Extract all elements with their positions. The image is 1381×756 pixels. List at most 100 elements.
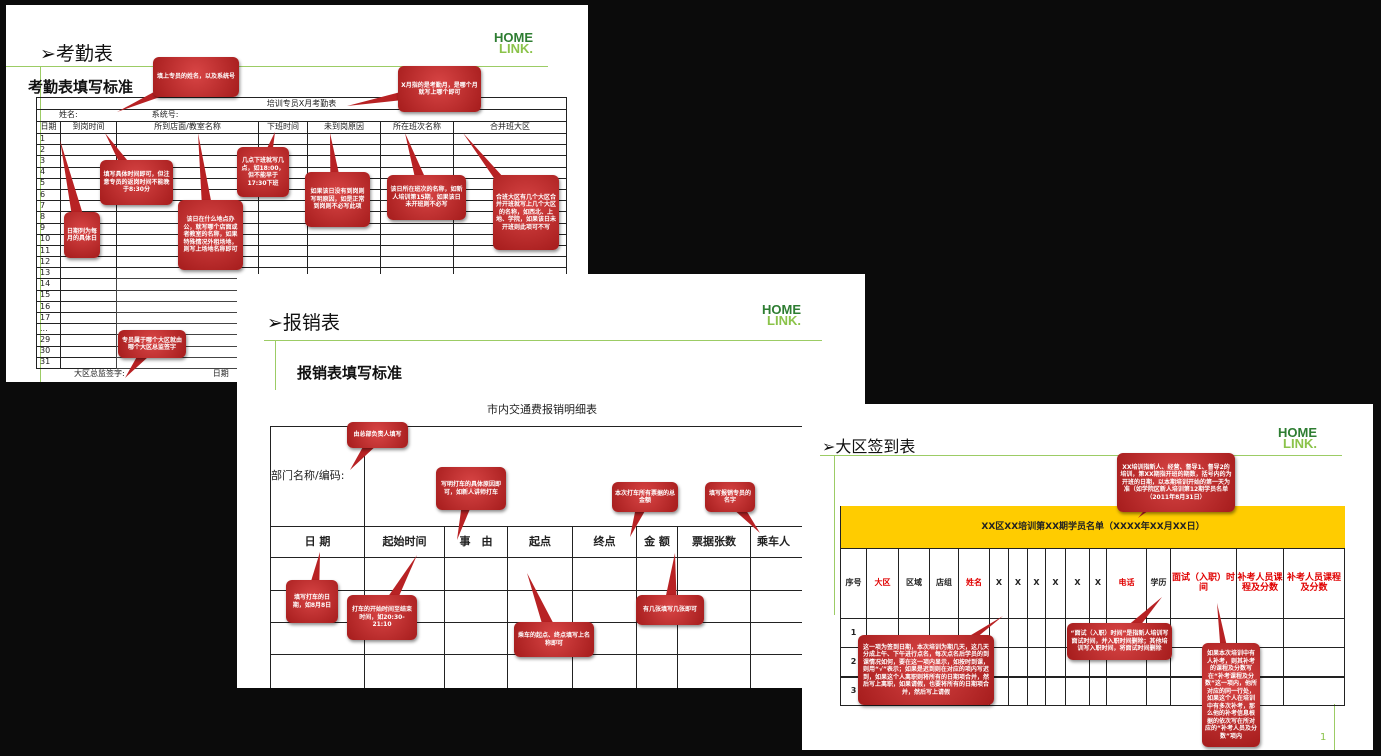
column-header: 金 额 bbox=[636, 526, 678, 558]
divider bbox=[834, 455, 835, 615]
table-cell bbox=[1065, 677, 1090, 706]
column-header: 票据张数 bbox=[677, 526, 751, 558]
table-cell bbox=[636, 654, 678, 688]
title-banner: XX区XX培训第XX期学员名单（XXXX年XX月XX日） bbox=[840, 506, 1345, 549]
slide-title: ➢大区签到表 bbox=[822, 437, 916, 456]
table-cell bbox=[1045, 677, 1066, 706]
table-cell bbox=[1283, 647, 1345, 677]
divider bbox=[6, 66, 548, 67]
column-header: 面试（入职）时间 bbox=[1170, 548, 1237, 619]
dept-value-cell bbox=[364, 426, 835, 527]
table-cell bbox=[677, 557, 751, 591]
table-cell bbox=[1045, 647, 1066, 677]
annotation-callout: 有几张填写几张即可 bbox=[636, 595, 704, 625]
table-cell bbox=[1008, 677, 1028, 706]
column-header: 学历 bbox=[1146, 548, 1171, 619]
table-cell bbox=[444, 654, 508, 688]
table-cell bbox=[364, 557, 445, 591]
divider bbox=[1334, 704, 1335, 750]
table-cell bbox=[507, 557, 573, 591]
column-header: X bbox=[1027, 548, 1046, 619]
table-cell bbox=[572, 557, 637, 591]
column-header: 日 期 bbox=[270, 526, 365, 558]
table-cell bbox=[507, 654, 573, 688]
annotation-callout: 该日所在班次的名称，如新人培训第15期，如果该日未开班则不必写 bbox=[387, 175, 466, 220]
table-title: 培训专员X月考勤表 bbox=[36, 97, 567, 110]
column-header: 姓名 bbox=[958, 548, 990, 619]
table-cell bbox=[572, 590, 637, 623]
column-header: 序号 bbox=[840, 548, 867, 619]
column-header: 补考人员课程及分数 bbox=[1236, 548, 1284, 619]
slide-subtitle: 考勤表填写标准 bbox=[28, 78, 134, 96]
annotation-callout: 打车的开始时间至结束时间，如20:30-21:10 bbox=[347, 595, 417, 640]
page-number: 1 bbox=[1320, 732, 1327, 743]
column-header: 事 由 bbox=[444, 526, 508, 558]
table-cell bbox=[444, 590, 508, 623]
column-header: X bbox=[1008, 548, 1028, 619]
annotation-callout: 乘车的起点、终点填写上名称即可 bbox=[514, 622, 594, 657]
table-title: 市内交通费报销明细表 bbox=[487, 403, 597, 416]
table-cell bbox=[1283, 618, 1345, 648]
divider bbox=[264, 340, 822, 341]
column-header: X bbox=[1089, 548, 1107, 619]
divider bbox=[820, 455, 1342, 456]
table-cell bbox=[1008, 618, 1028, 648]
table-cell bbox=[1027, 647, 1046, 677]
column-header: X bbox=[1065, 548, 1090, 619]
column-header: 店组 bbox=[929, 548, 959, 619]
column-header: 区域 bbox=[898, 548, 930, 619]
annotation-callout: 本次打车所有票据的总金额 bbox=[612, 482, 678, 512]
table-cell bbox=[444, 622, 508, 655]
column-header: 终点 bbox=[572, 526, 637, 558]
column-header: 大区 bbox=[866, 548, 899, 619]
table-cell bbox=[636, 622, 678, 655]
annotation-callout: 几点下班就写几点，如18:00，但不能早于17:30下班 bbox=[237, 147, 289, 197]
table-cell bbox=[1106, 677, 1147, 706]
slide-subtitle: 报销表填写标准 bbox=[297, 364, 403, 382]
table-cell bbox=[677, 622, 751, 655]
table-cell bbox=[636, 557, 678, 591]
director-sign-label: 大区总监签字: bbox=[74, 369, 125, 378]
table-cell bbox=[1146, 677, 1171, 706]
annotation-callout: X月指的是考勤月，是哪个月就写上哪个即可 bbox=[398, 66, 481, 112]
annotation-callout: 合班大区有几个大区合并开班就写上几个大区的名称，如西北、上地、学院，如果该日未开… bbox=[493, 175, 559, 250]
column-header: 补考人员课程及分数 bbox=[1283, 548, 1345, 619]
table-cell bbox=[1283, 677, 1345, 706]
table-cell bbox=[677, 654, 751, 688]
annotation-callout: 如果该日没有到岗则写明原因，如是正常到岗则不必写此项 bbox=[305, 172, 370, 227]
annotation-callout: 填写具体时间即可，但注意专员的返岗时间不能晚于8:30分 bbox=[100, 160, 173, 205]
slide-title: ➢报销表 bbox=[267, 312, 340, 334]
divider bbox=[40, 66, 41, 382]
annotation-callout: 填写打车的日期，如8月8日 bbox=[286, 580, 338, 623]
table-cell bbox=[444, 557, 508, 591]
table-cell bbox=[1027, 677, 1046, 706]
column-header: X bbox=[989, 548, 1009, 619]
annotation-callout: 该日在什么地点办公，就写哪个店面或者教室的名称，如果特殊情况外租场地，则写上场地… bbox=[178, 200, 243, 270]
annotation-callout: 填上专员的姓名，以及系统号 bbox=[153, 57, 239, 97]
table-cell bbox=[1027, 618, 1046, 648]
table-cell bbox=[1045, 618, 1066, 648]
annotation-callout: 专员属于哪个大区就由哪个大区总监签字 bbox=[118, 330, 186, 358]
annotation-callout: 这一项为签到日期，本次培训为期几天，这几天分成上午、下午进行点名，每次点名后学员… bbox=[858, 635, 994, 705]
annotation-callout: “面试（入职）时间”是指新人培训写面试时间，并入职时间删除；其他培训写入职时间，… bbox=[1067, 623, 1172, 660]
annotation-callout: 填写报销专员的名字 bbox=[705, 482, 755, 512]
slide-title: ➢考勤表 bbox=[40, 43, 113, 65]
table-cell bbox=[364, 654, 445, 688]
column-header: 电话 bbox=[1106, 548, 1147, 619]
annotation-callout: 由总部负责人填写 bbox=[347, 422, 408, 448]
table-cell bbox=[1008, 647, 1028, 677]
signature-row: 大区总监签字: 日期 bbox=[36, 368, 566, 379]
column-header: 起始时间 bbox=[364, 526, 445, 558]
system-label: 系统号: bbox=[151, 110, 179, 120]
table-cell bbox=[507, 590, 573, 623]
table-cell bbox=[1089, 677, 1107, 706]
table-cell bbox=[572, 654, 637, 688]
date-label: 日期 bbox=[212, 369, 229, 378]
annotation-callout: XX培训指新人、经营、督导1、督导2的培训，第XX期指开班的期数，括号内的为开班… bbox=[1117, 453, 1235, 512]
annotation-callout: 如果本次培训中有人补考，则其补考的课程及分数写在“补考课程及分数”这一项内，他所… bbox=[1202, 643, 1260, 747]
name-label: 姓名: bbox=[59, 110, 78, 120]
annotation-callout: 写明打车的具体原因即可，如新人讲师打车 bbox=[436, 467, 506, 510]
column-header: 起点 bbox=[507, 526, 573, 558]
